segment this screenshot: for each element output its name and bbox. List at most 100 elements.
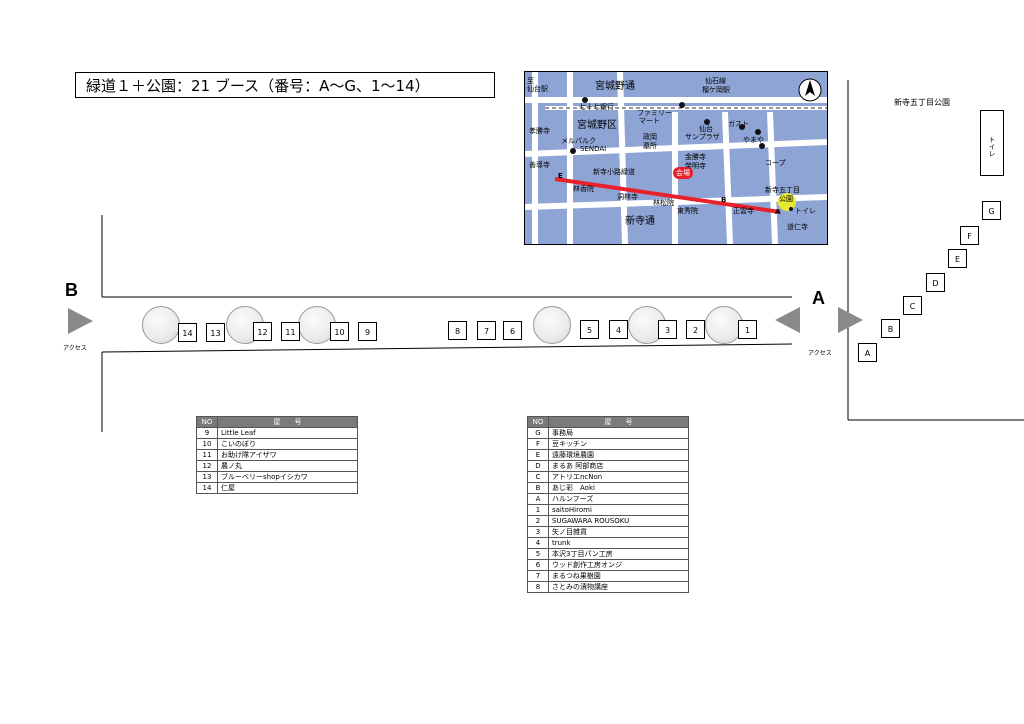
- row-name: trunk: [548, 537, 689, 549]
- row-name: 豆キッチン: [548, 438, 689, 450]
- map-label-shoun: 正雲寺: [733, 207, 754, 215]
- park-name: 新寺五丁目公園: [894, 98, 950, 107]
- area-map-inset: 宮城野通 仙石線 榴ケ岡駅 七十七銀行 ファミリー マート 宮城野区 仙台 サン…: [524, 71, 828, 245]
- map-label-seikyo-grave: 墓所: [643, 142, 657, 150]
- access-arrow-a-right: [838, 307, 863, 333]
- booth-e[interactable]: E: [948, 249, 967, 268]
- map-label-senseki: 仙石線: [705, 77, 726, 85]
- booth-14[interactable]: 14: [178, 323, 197, 342]
- row-name: さとみの漬物講座: [548, 581, 689, 593]
- booth-3[interactable]: 3: [658, 320, 677, 339]
- row-no: 3: [527, 526, 549, 538]
- booth-b[interactable]: B: [881, 319, 900, 338]
- booth-a[interactable]: A: [858, 343, 877, 362]
- map-label-konshoji: 金勝寺: [685, 153, 706, 161]
- booth-d[interactable]: D: [926, 273, 945, 292]
- row-no: E: [527, 449, 549, 461]
- booth-g[interactable]: G: [982, 201, 1001, 220]
- row-no: 6: [527, 559, 549, 571]
- row-name: 本沢3丁目パン工房: [548, 548, 689, 560]
- row-name: アトリエncNon: [548, 471, 689, 483]
- row-name: あじ彩 Aoki: [548, 482, 689, 494]
- booth-8[interactable]: 8: [448, 321, 467, 340]
- row-no: 2: [527, 515, 549, 527]
- booth-4[interactable]: 4: [609, 320, 628, 339]
- booth-6[interactable]: 6: [503, 321, 522, 340]
- access-a-letter: A: [812, 288, 825, 308]
- booth-9[interactable]: 9: [358, 322, 377, 341]
- row-name: まるあ 阿部商店: [548, 460, 689, 472]
- toilet-box: トイレ: [980, 110, 1004, 176]
- legend-header-name: 屋 号: [548, 416, 689, 428]
- booth-1[interactable]: 1: [738, 320, 757, 339]
- row-name: ウッド創作工房オンジ: [548, 559, 689, 571]
- map-label-sendai: 仙台: [699, 125, 713, 133]
- map-label-toshuin: 東秀院: [677, 207, 698, 215]
- booth-f[interactable]: F: [960, 226, 979, 245]
- legend-header-no: NO: [196, 416, 218, 428]
- access-a-label: アクセス: [808, 350, 832, 357]
- map-label-seikyo: 政岡: [643, 133, 657, 141]
- booth-10[interactable]: 10: [330, 322, 349, 341]
- row-no: 8: [527, 581, 549, 593]
- tree-icon: [533, 306, 571, 344]
- map-label-yamaya: やまや: [743, 136, 764, 144]
- map-label-family: ファミリー: [637, 109, 672, 117]
- map-label-park5: 新寺五丁目: [765, 186, 800, 194]
- map-label-mart: マート: [639, 117, 660, 125]
- access-arrow-a-left: [775, 307, 800, 333]
- row-name: 遠藤環境農園: [548, 449, 689, 461]
- booth-5[interactable]: 5: [580, 320, 599, 339]
- page-title: 緑道１＋公園：21 ブース（番号：A〜G、1〜14）: [75, 72, 495, 98]
- row-no: C: [527, 471, 549, 483]
- map-label-b: B: [721, 196, 727, 204]
- row-name: まるつね果樹園: [548, 570, 689, 582]
- map-label-coop: コープ: [765, 159, 786, 167]
- row-no: D: [527, 460, 549, 472]
- map-label-miyagino-dori: 宮城野通: [595, 81, 635, 92]
- row-no: 1: [527, 504, 549, 516]
- map-label-toilet: トイレ: [795, 207, 816, 215]
- booth-2[interactable]: 2: [686, 320, 705, 339]
- map-label-sunplaza: サンプラザ: [685, 133, 720, 141]
- row-no: 9: [196, 427, 218, 439]
- map-label-eimyoji: 榮明寺: [685, 162, 706, 170]
- booth-c[interactable]: C: [903, 296, 922, 315]
- row-name: お助け隊アイザワ: [217, 449, 358, 461]
- map-streets: [525, 72, 827, 244]
- legend-header-name: 屋 号: [217, 416, 358, 428]
- map-label-toinji: 洞林寺: [617, 193, 638, 201]
- booth-11[interactable]: 11: [281, 322, 300, 341]
- access-b-label: アクセス: [63, 345, 87, 352]
- row-no: A: [527, 493, 549, 505]
- access-b-letter: B: [65, 280, 78, 300]
- row-no: B: [527, 482, 549, 494]
- booth-13[interactable]: 13: [206, 323, 225, 342]
- booth-12[interactable]: 12: [253, 322, 272, 341]
- legend-header-no: NO: [527, 416, 549, 428]
- map-label-gusto: ガスト: [728, 120, 749, 128]
- map-label-komichi: 新寺小路緑道: [593, 168, 635, 176]
- map-label-zenshoji: 善導寺: [529, 161, 550, 169]
- row-no: 7: [527, 570, 549, 582]
- map-label-to: 至: [527, 77, 534, 85]
- map-label-parque-sendai: SENDAI: [580, 145, 607, 153]
- booth-7[interactable]: 7: [477, 321, 496, 340]
- row-no: 5: [527, 548, 549, 560]
